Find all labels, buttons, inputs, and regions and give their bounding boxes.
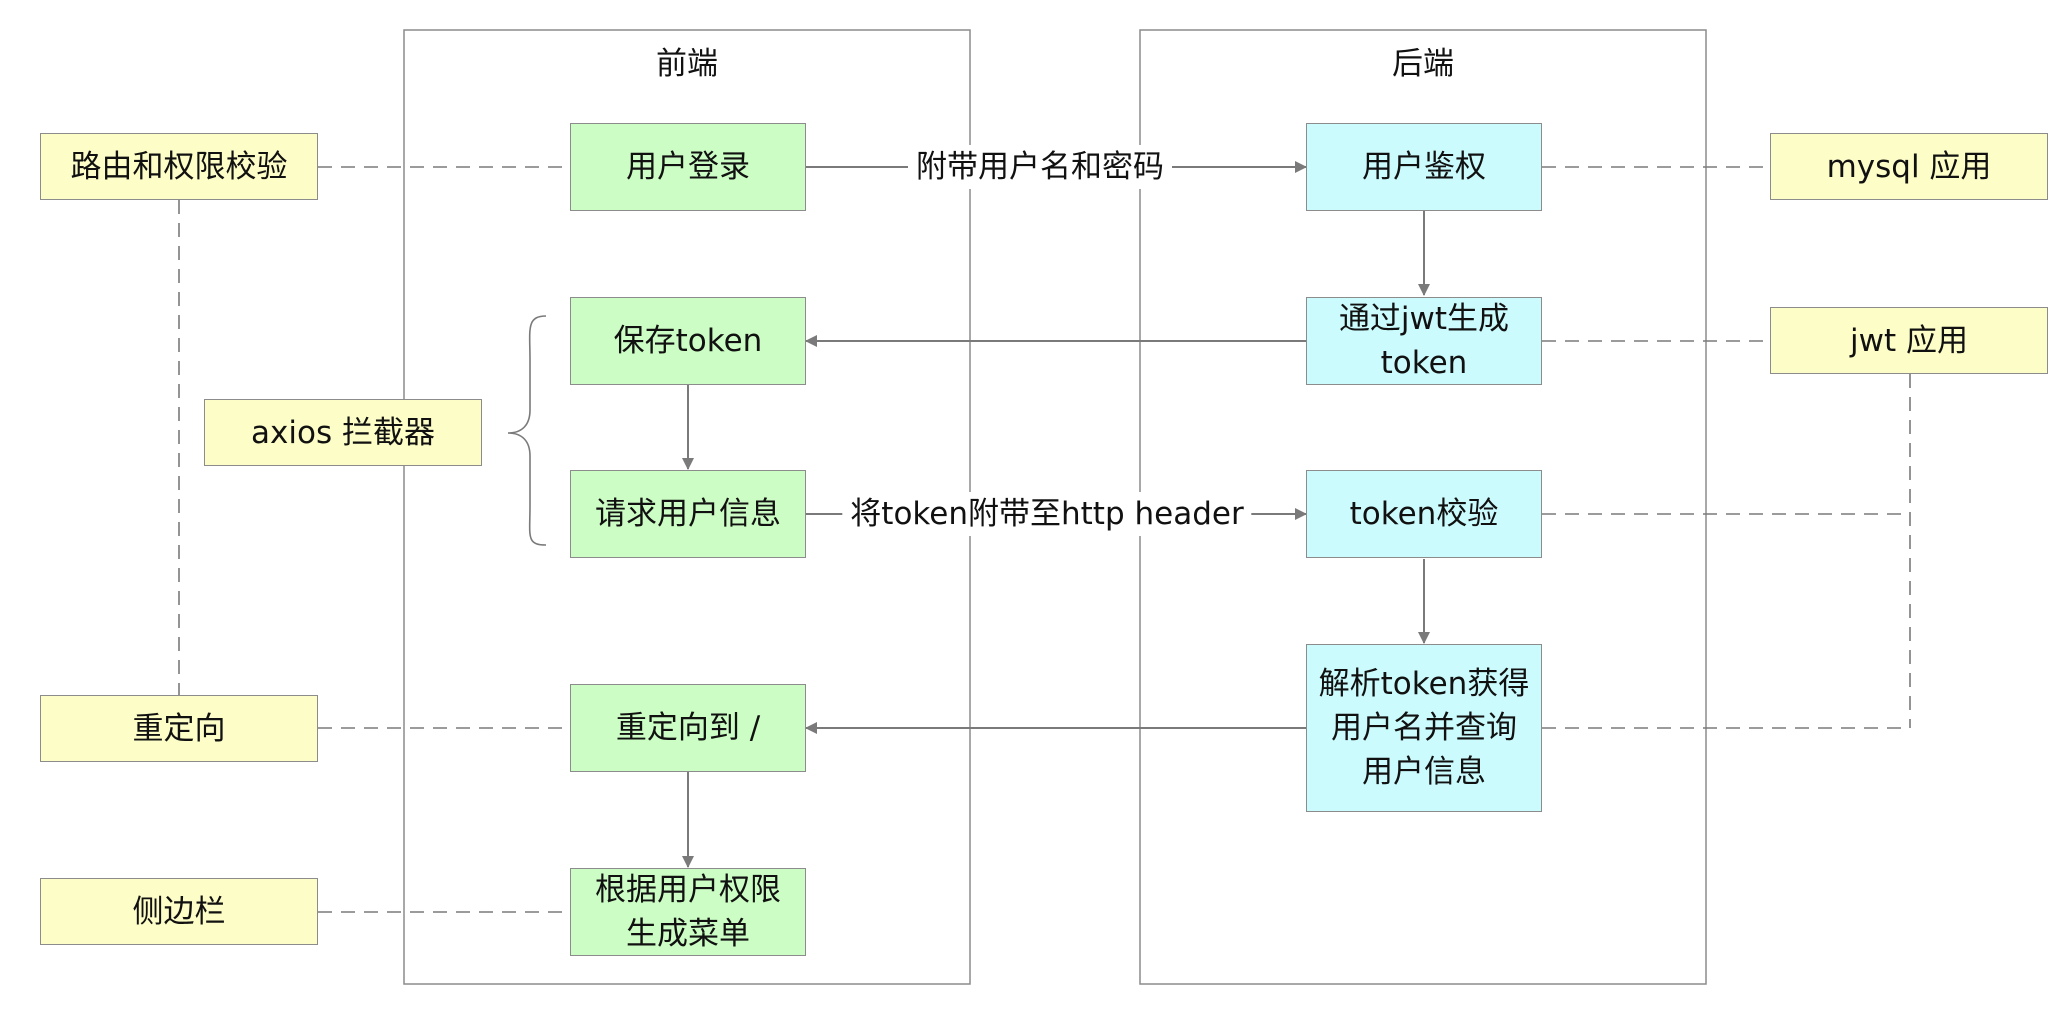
token-check-step: token校验 [1306,470,1542,558]
sidebar-note: 侧边栏 [40,878,318,945]
mysql-app-note: mysql 应用 [1770,133,2048,200]
edge-label-send-credentials: 附带用户名和密码 [908,145,1172,189]
jwt-app-note: jwt 应用 [1770,307,2048,374]
save-token-step: 保存token [570,297,806,385]
frontend-title: 前端 [656,46,718,82]
generate-menu-step: 根据用户权限 生成菜单 [570,868,806,956]
request-user-info-step: 请求用户信息 [570,470,806,558]
route-permission-check-note: 路由和权限校验 [40,133,318,200]
user-auth-step: 用户鉴权 [1306,123,1542,211]
redirect-to-root-step: 重定向到 / [570,684,806,772]
generate-token-step: 通过jwt生成 token [1306,297,1542,385]
axios-interceptor-note: axios 拦截器 [204,399,482,466]
edge-label-attach-token: 将token附带至http header [842,492,1252,536]
user-login-step: 用户登录 [570,123,806,211]
parse-token-step: 解析token获得 用户名并查询 用户信息 [1306,644,1542,812]
backend-title: 后端 [1392,46,1454,82]
redirect-note: 重定向 [40,695,318,762]
axios-brace [507,315,547,546]
